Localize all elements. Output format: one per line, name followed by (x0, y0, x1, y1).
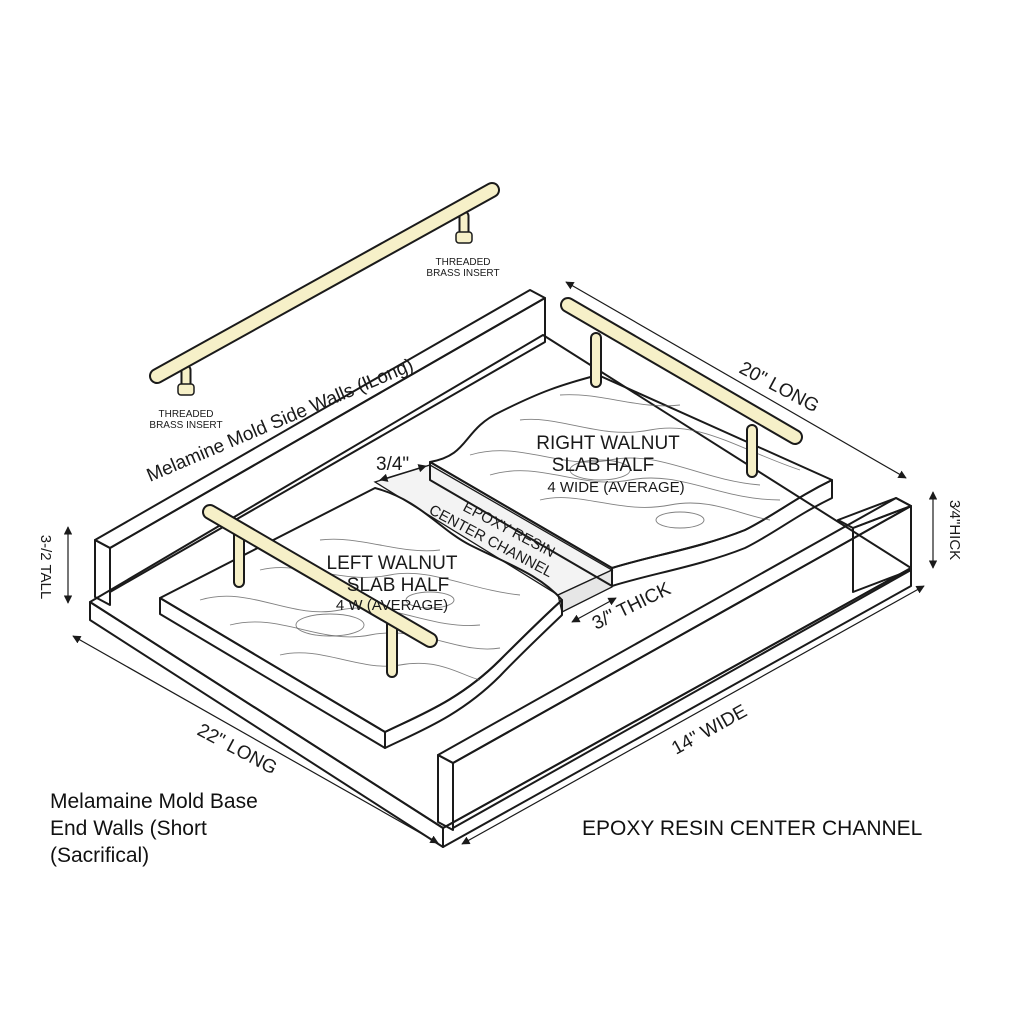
bottom-left-caption-line3: (Sacrifical) (50, 844, 150, 867)
left-slab-label-line2: SLAB HALF (347, 575, 449, 596)
right-slab-label-line2: SLAB HALF (552, 455, 654, 476)
back-side-wall (94, 289, 546, 606)
bottom-left-caption-line2: End Walls (Short (50, 817, 207, 840)
right-slab-label-line3: 4 WIDE (AVERAGE) (547, 479, 684, 496)
right-slab-label-line1: RIGHT WALNUT (536, 433, 680, 454)
channel-width-label: 3/4" (376, 454, 409, 475)
bottom-left-caption-line1: Melamaine Mold Base (50, 790, 258, 813)
top-insert-label-line1: THREADED (435, 257, 490, 268)
bottom-left-caption: Melamaine Mold Base End Walls (Short (Sa… (50, 788, 350, 869)
right-thick-label: 3⁄4"HICK (946, 500, 963, 560)
dimension-lines (63, 281, 938, 845)
front-width-label: 14" WIDE (668, 701, 751, 759)
left-insert-label-line2: BRASS INSERT (149, 420, 222, 431)
loose-brass-handle (149, 182, 500, 396)
left-insert-label-line1: THREADED (158, 409, 213, 420)
bottom-right-caption: EPOXY RESIN CENTER CHANNEL (582, 815, 982, 842)
left-tall-label: 3-/2 TALL (37, 535, 54, 599)
top-insert-label-line2: BRASS INSERT (426, 268, 499, 279)
left-slab-label-line3: 4 W (AVERAGE) (336, 597, 448, 614)
left-slab-label-line1: LEFT WALNUT (327, 553, 458, 574)
bottom-right-caption-text: EPOXY RESIN CENTER CHANNEL (582, 817, 923, 840)
